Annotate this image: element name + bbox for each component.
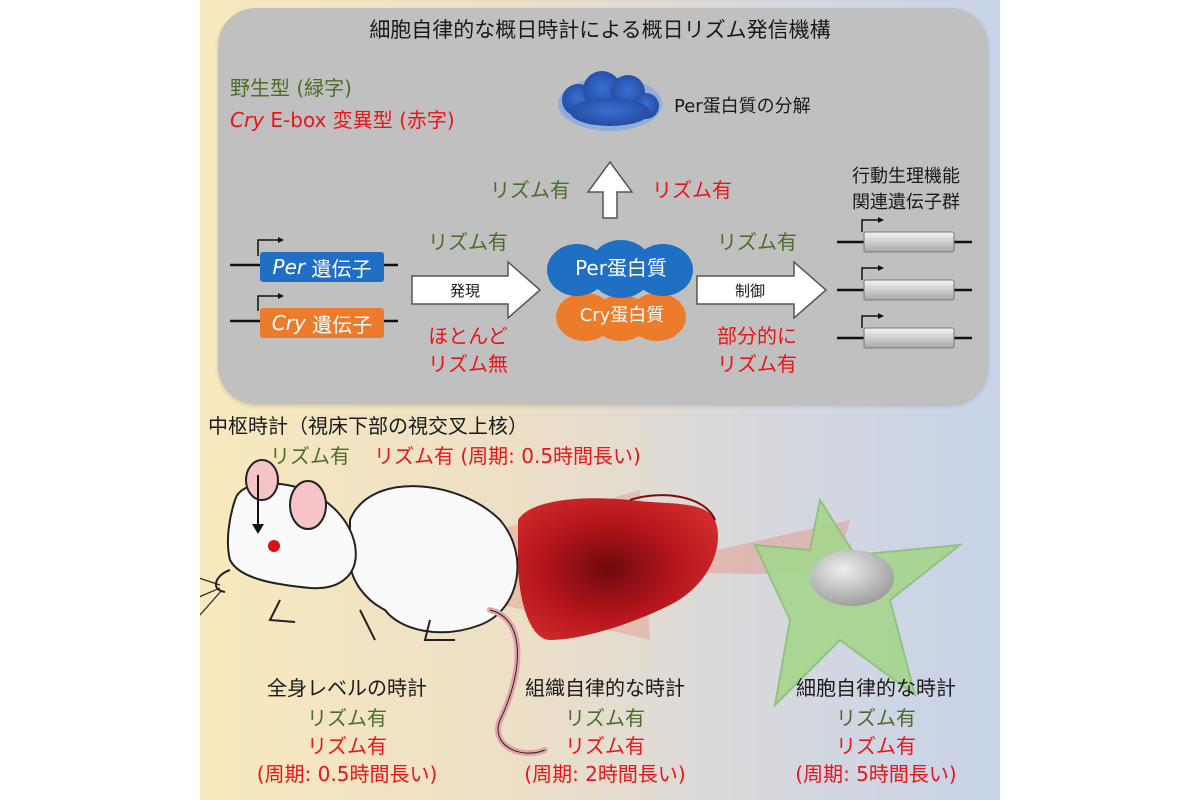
level-wild: リズム有	[836, 706, 916, 730]
mechanism-diagram	[230, 71, 972, 349]
level-title: 組織自律的な時計	[525, 676, 685, 700]
level-wild: リズム有	[565, 706, 645, 730]
behavior-genes-label-1: 行動生理機能	[852, 166, 960, 187]
per-gene-suffix: 遺伝子	[305, 256, 372, 281]
target-genes	[837, 217, 972, 349]
level-period: (周期: 2時間長い)	[524, 762, 686, 786]
page-title: 細胞自律的な概日時計による概日リズム発信機構	[369, 18, 831, 42]
legend-mutant: Cry E-box 変異型 (赤字)	[230, 110, 455, 130]
level-mutant: リズム有	[836, 734, 916, 758]
cry-gene-name: Cry	[271, 311, 306, 335]
degradation-cloud	[558, 71, 662, 131]
level-title: 細胞自律的な時計	[796, 676, 956, 700]
express-mutant-label-1: ほとんど	[428, 324, 508, 348]
central-clock-wild: リズム有	[270, 444, 350, 468]
control-arrow	[696, 260, 828, 320]
level-period: (周期: 0.5時間長い)	[256, 762, 438, 786]
control-mutant-label-1: 部分的に	[717, 324, 797, 348]
cloud-label: Per蛋白質の分解	[674, 96, 811, 117]
central-clock-title: 中枢時計（視床下部の視交叉上核）	[208, 414, 528, 438]
liver-illustration	[518, 494, 718, 640]
figure-panel: Cry蛋白質 Per蛋白質 Per 遺伝子 Cry 遺伝子 細胞自律的な概日時計…	[200, 0, 1000, 800]
control-mutant-label-2: リズム有	[717, 352, 797, 376]
express-wild-label: リズム有	[428, 230, 508, 254]
cry-protein-complex: Cry蛋白質	[556, 293, 688, 341]
legend-mutant-gene: Cry	[230, 108, 265, 132]
per-gene-box: Per 遺伝子	[260, 252, 384, 282]
per-gene-name: Per	[272, 255, 306, 279]
lower-illustration	[200, 459, 964, 757]
cry-gene-suffix: 遺伝子	[305, 312, 373, 337]
level-period: (周期: 5時間長い)	[795, 762, 957, 786]
express-mutant-label-2: リズム無	[428, 352, 508, 376]
up-arrow	[586, 160, 634, 219]
level-mutant: リズム有	[565, 734, 645, 758]
level-wild: リズム有	[307, 706, 387, 730]
behavior-genes-label-2: 関連遺伝子群	[852, 192, 960, 213]
per-protein-complex: Per蛋白質	[547, 240, 695, 298]
legend-mutant-rest: E-box 変異型 (赤字)	[264, 108, 455, 132]
express-arrow-label: 発現	[449, 282, 481, 300]
central-clock-mutant: リズム有 (周期: 0.5時間長い)	[374, 444, 641, 468]
express-arrow	[411, 260, 542, 320]
cry-gene-box: Cry 遺伝子	[260, 308, 384, 338]
legend-wild-type: 野生型 (緑字)	[230, 76, 352, 100]
cry-protein-label: Cry蛋白質	[579, 305, 665, 326]
level-title: 全身レベルの時計	[267, 676, 427, 700]
per-protein-label: Per蛋白質	[575, 256, 667, 280]
up-arrow-wild-label: リズム有	[490, 178, 570, 202]
level-mutant: リズム有	[307, 734, 387, 758]
control-arrow-label: 制御	[734, 282, 766, 300]
control-wild-label: リズム有	[717, 230, 797, 254]
cell-illustration	[753, 497, 964, 708]
mouse-illustration	[200, 459, 548, 757]
up-arrow-mutant-label: リズム有	[652, 178, 732, 202]
